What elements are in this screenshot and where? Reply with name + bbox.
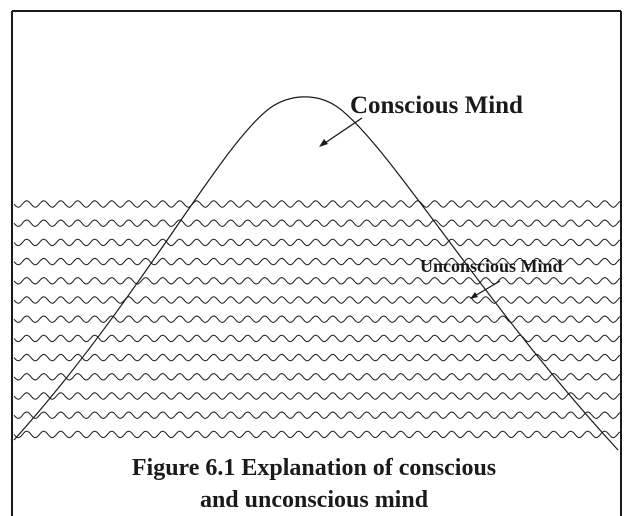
wave-line <box>13 411 621 419</box>
mind-curve <box>13 96 619 451</box>
wave-line <box>13 315 621 323</box>
wave-line <box>13 238 621 247</box>
wave-line <box>13 200 621 208</box>
conscious-mind-label: Conscious Mind <box>350 92 523 119</box>
figure-caption-line-1: Figure 6.1 Explanation of conscious <box>132 455 496 481</box>
unconscious-wave-lines <box>13 200 621 439</box>
wave-line <box>13 353 621 362</box>
conscious-arrowhead <box>319 139 328 147</box>
wave-line <box>13 373 621 381</box>
figure-frame <box>11 10 622 516</box>
conscious-pointer-arrow <box>321 117 363 146</box>
figure-caption-line-2: and unconscious mind <box>200 487 429 513</box>
unconscious-mind-label: Unconscious Mind <box>420 256 563 276</box>
wave-line <box>13 334 621 343</box>
unconscious-arrowhead <box>470 292 478 299</box>
wave-line <box>13 296 621 304</box>
wave-line <box>13 277 621 285</box>
unconscious-pointer-arrow <box>472 280 501 298</box>
wave-line <box>13 430 621 439</box>
wave-line <box>13 257 621 266</box>
wave-line <box>13 219 621 227</box>
wave-line <box>13 392 621 400</box>
